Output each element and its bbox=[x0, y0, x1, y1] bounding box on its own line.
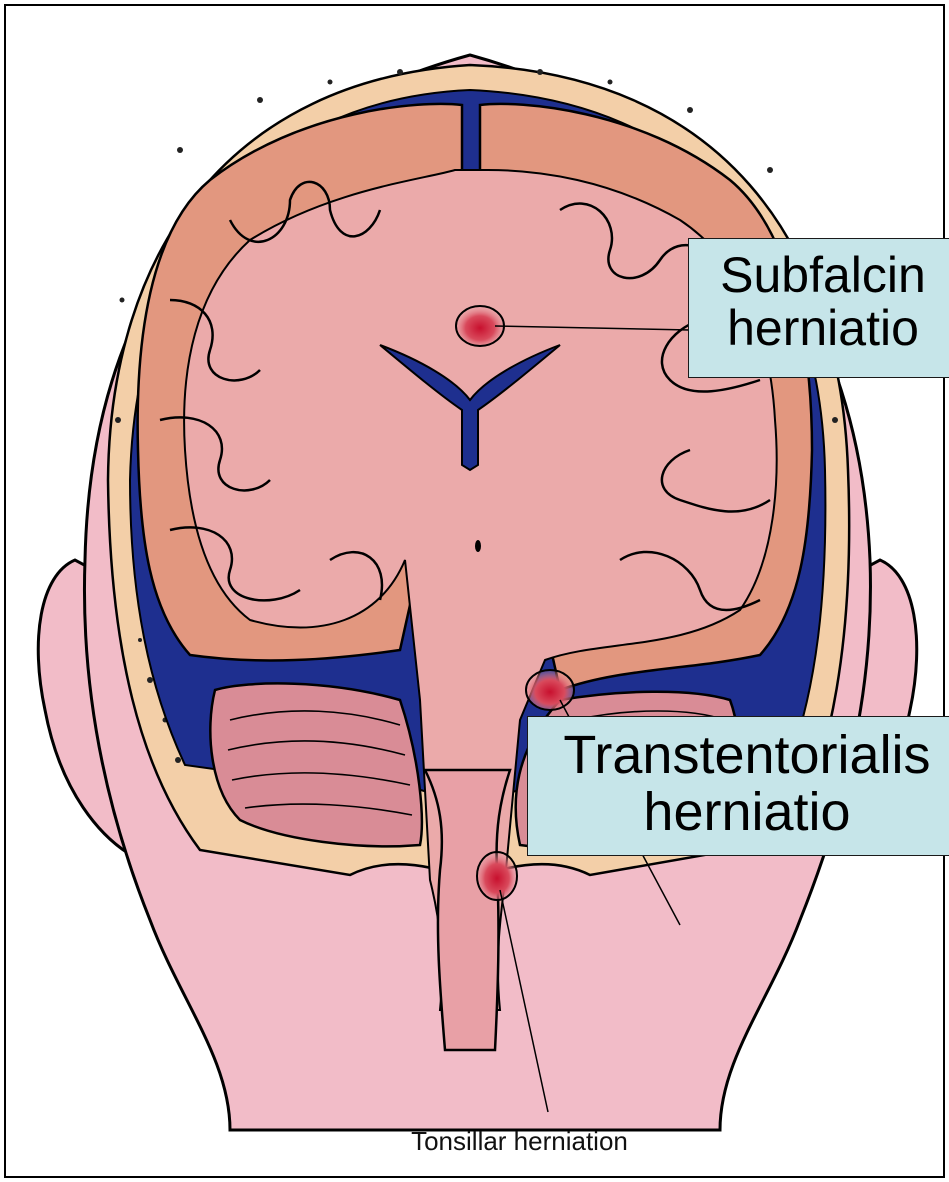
subfalcine-label-line1: Subfalcin bbox=[689, 249, 949, 302]
subfalcine-herniation-label: Subfalcin herniatio bbox=[688, 238, 949, 378]
transtentorial-herniation-label: Transtentorialis herniatio bbox=[527, 716, 949, 856]
tonsillar-herniation-site bbox=[477, 852, 517, 900]
cerebellum bbox=[210, 683, 421, 846]
transtentorial-herniation-site bbox=[526, 670, 574, 710]
transtentorial-label-line1: Transtentorialis bbox=[528, 727, 949, 784]
subfalcine-label-line2: herniatio bbox=[689, 302, 949, 355]
tonsillar-herniation-caption: Tonsillar herniation bbox=[0, 1126, 949, 1157]
third-ventricle bbox=[475, 540, 481, 552]
transtentorial-label-line2: herniatio bbox=[528, 784, 949, 841]
